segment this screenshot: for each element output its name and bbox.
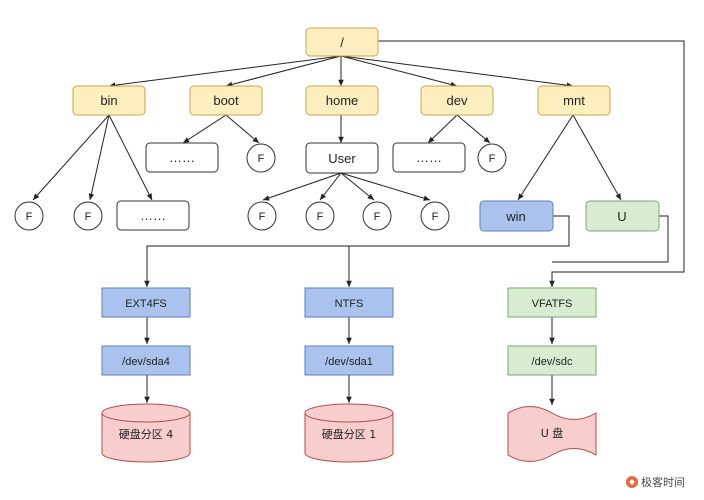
dir-label-boot: boot <box>213 93 239 108</box>
edge-bin-f2 <box>88 114 110 201</box>
dir-node-bin[interactable]: bin <box>72 85 146 116</box>
edge-root-vfatfs <box>378 40 685 287</box>
edge-user-f3 <box>340 172 375 201</box>
bin-file-label-2: F <box>85 211 92 223</box>
bin-file-node-2[interactable]: F <box>73 201 103 231</box>
edge-root-boot <box>225 55 342 88</box>
disk-node-partition-1[interactable]: 硬盘分区 1 <box>304 403 394 463</box>
edge-boot-f <box>225 114 260 144</box>
disk-label-partition-1: 硬盘分区 1 <box>322 427 377 441</box>
mount-label-u: U <box>617 209 626 224</box>
brand-watermark: 极客时间 <box>626 475 685 489</box>
user-file-label-2: F <box>317 211 324 223</box>
user-file-label-1: F <box>259 211 266 223</box>
dir-label-mnt: mnt <box>563 93 585 108</box>
fs-label-vfatfs: VFATFS <box>532 298 573 310</box>
dir-node-home[interactable]: home <box>305 85 379 116</box>
geek-time-logo-icon <box>626 476 638 488</box>
bin-more-label: …… <box>140 208 166 223</box>
edge-win-ext4fs <box>144 215 570 287</box>
edge-mnt-u <box>572 114 622 201</box>
edges <box>32 40 685 405</box>
usb-drive-node[interactable]: U 盘 <box>507 406 597 462</box>
edge-user-f2 <box>319 172 342 201</box>
edge-dev-f <box>456 114 491 144</box>
bin-file-node-1[interactable]: F <box>14 201 44 231</box>
user-file-label-3: F <box>374 211 381 223</box>
device-label-sdc: /dev/sdc <box>532 356 573 368</box>
fs-node-vfatfs[interactable]: VFATFS <box>507 287 597 318</box>
mount-label-win: win <box>505 209 526 224</box>
bin-file-label-1: F <box>26 211 33 223</box>
edge-user-f4 <box>340 172 431 201</box>
edge-dev-more <box>427 114 458 144</box>
dev-more-label: …… <box>416 150 442 165</box>
device-label-sda1: /dev/sda1 <box>325 356 373 368</box>
edge-root-dev <box>340 55 458 88</box>
edge-root-mnt <box>340 55 574 88</box>
mount-node-win[interactable]: win <box>479 200 554 232</box>
fs-label-ntfs: NTFS <box>335 298 364 310</box>
boot-more-node[interactable]: …… <box>145 142 219 173</box>
boot-file-node[interactable]: F <box>246 143 276 173</box>
bin-more-node[interactable]: …… <box>116 200 190 231</box>
user-file-label-4: F <box>432 211 439 223</box>
fs-label-ext4fs: EXT4FS <box>125 298 167 310</box>
user-label: User <box>328 151 356 166</box>
brand-watermark-text: 极客时间 <box>641 475 685 489</box>
dir-label-home: home <box>326 93 359 108</box>
root-label: / <box>340 35 344 50</box>
device-node-sdc[interactable]: /dev/sdc <box>507 345 597 376</box>
dev-file-node[interactable]: F <box>477 143 507 173</box>
device-node-sda4[interactable]: /dev/sda4 <box>101 345 191 376</box>
user-file-node-1[interactable]: F <box>247 201 277 231</box>
device-node-sda1[interactable]: /dev/sda1 <box>304 345 394 376</box>
edge-u-vfatfs <box>552 215 669 263</box>
dir-node-mnt[interactable]: mnt <box>537 85 611 116</box>
root-node[interactable]: / <box>305 27 379 57</box>
usb-drive-label: U 盘 <box>541 426 564 440</box>
fs-node-ntfs[interactable]: NTFS <box>304 287 394 318</box>
boot-file-label: F <box>258 153 265 165</box>
user-file-node-3[interactable]: F <box>362 201 392 231</box>
mount-node-u[interactable]: U <box>585 200 660 232</box>
dev-file-label: F <box>489 153 496 165</box>
fs-node-ext4fs[interactable]: EXT4FS <box>101 287 191 318</box>
edge-bin-more <box>108 114 153 201</box>
dev-more-node[interactable]: …… <box>392 142 466 173</box>
device-label-sda4: /dev/sda4 <box>122 356 170 368</box>
disk-node-partition-4[interactable]: 硬盘分区 4 <box>101 403 191 463</box>
dir-node-boot[interactable]: boot <box>189 85 263 116</box>
edge-root-bin <box>108 55 342 88</box>
dir-label-dev: dev <box>447 93 468 108</box>
edge-user-f1 <box>262 172 342 201</box>
dir-label-bin: bin <box>100 93 117 108</box>
boot-more-label: …… <box>169 150 195 165</box>
edge-mnt-win <box>517 114 574 201</box>
user-file-node-2[interactable]: F <box>305 201 335 231</box>
dir-node-dev[interactable]: dev <box>420 85 494 116</box>
disk-label-partition-4: 硬盘分区 4 <box>119 427 174 441</box>
user-node[interactable]: User <box>305 142 379 174</box>
edge-bin-f1 <box>32 114 110 201</box>
user-file-node-4[interactable]: F <box>420 201 450 231</box>
edge-boot-more <box>182 114 227 144</box>
